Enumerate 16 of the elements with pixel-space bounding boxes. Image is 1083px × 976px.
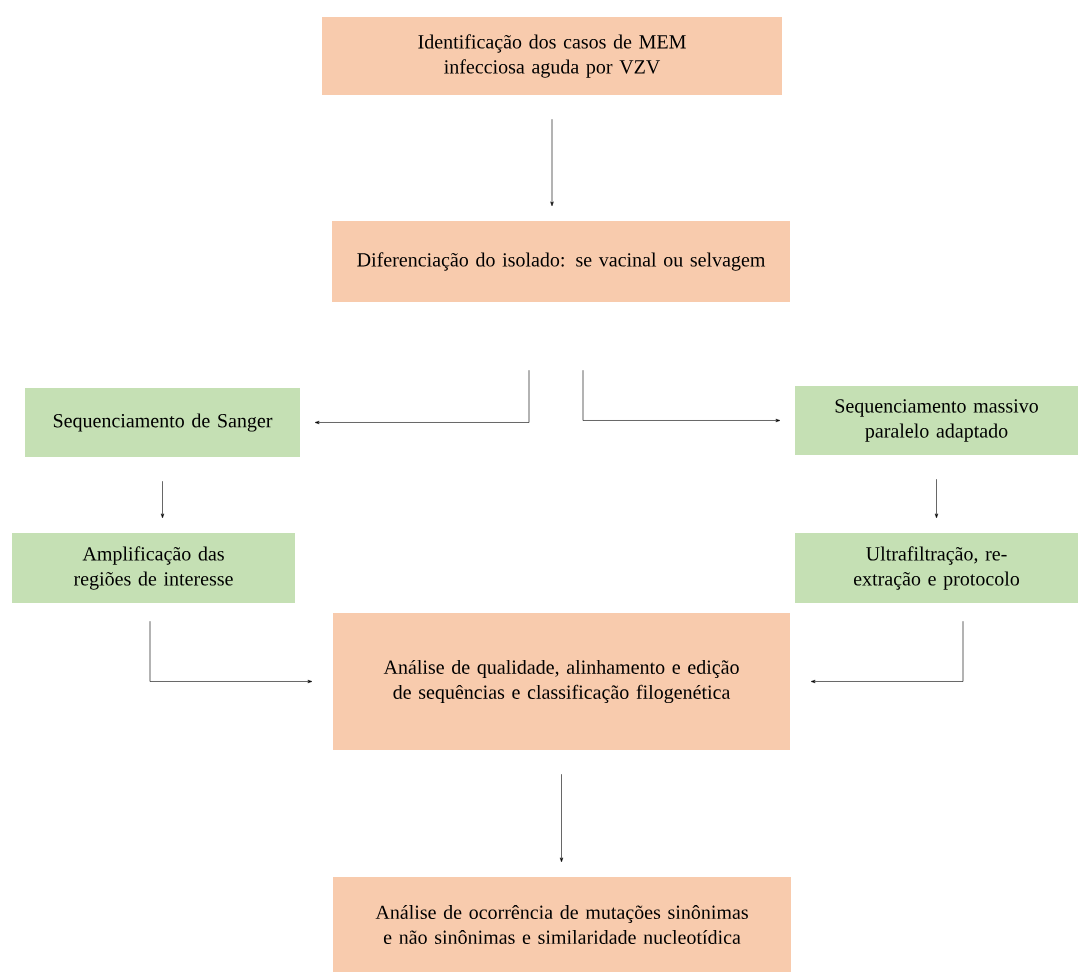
- arrow: [934, 478, 939, 519]
- arrow: [314, 369, 530, 425]
- arrow: [149, 620, 313, 684]
- process-box: Análise de ocorrência de mutações sinônimas e não sinônimas e similaridade nucleotídica: [333, 877, 791, 972]
- process-box: Ultrafiltração, re-extração e protocolo: [795, 533, 1078, 603]
- arrow: [810, 620, 964, 684]
- arrow: [550, 118, 554, 207]
- process-box: Diferenciação do isolado: se vacinal ou selvagem: [332, 221, 790, 302]
- arrow: [559, 773, 564, 863]
- arrow: [582, 369, 781, 423]
- process-box: Análise de qualidade, alinhamento e edição de sequências e classificação filogenética: [333, 613, 790, 750]
- arrow: [160, 480, 165, 519]
- process-box: Identificação dos casos de MEM infecciosa aguda por VZV: [322, 17, 782, 95]
- process-box: Amplificação das regiões de interesse: [12, 533, 295, 603]
- process-box: Sequenciamento de Sanger: [25, 388, 300, 457]
- process-box: Sequenciamento massivo paralelo adaptado: [795, 386, 1078, 455]
